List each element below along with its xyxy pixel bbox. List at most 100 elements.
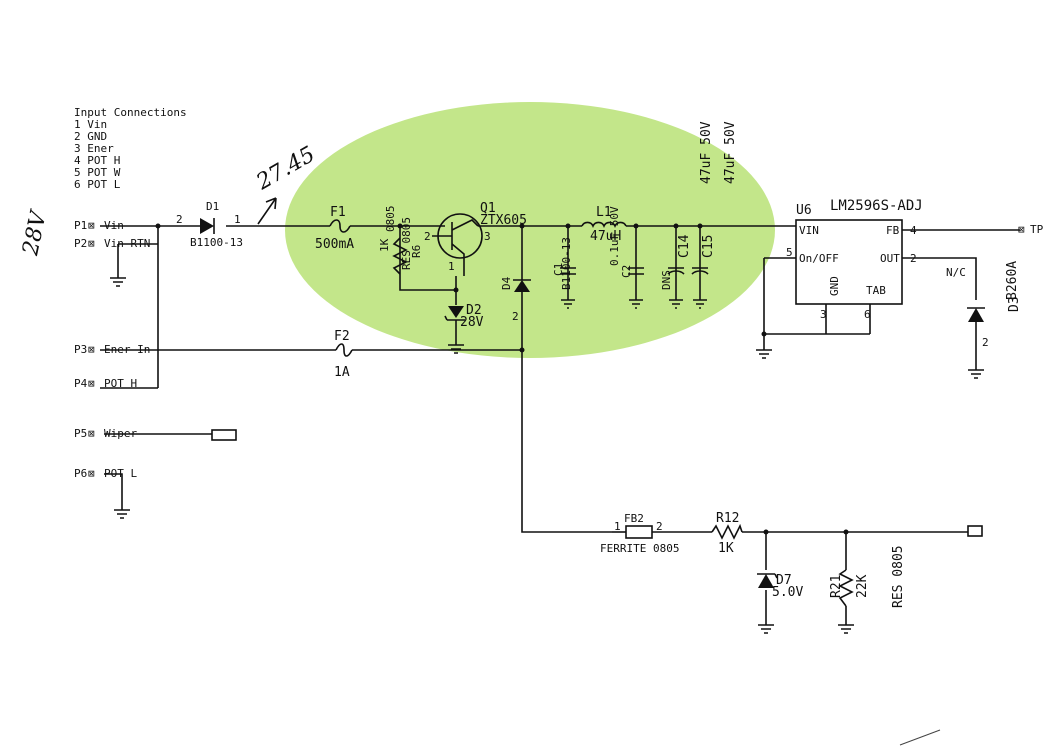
input-connection-4: 4 POT H	[74, 154, 120, 167]
svg-text:Q1: Q1	[480, 201, 496, 216]
svg-text:TAB: TAB	[866, 284, 886, 297]
svg-text:1: 1	[234, 213, 241, 226]
svg-text:22K: 22K	[855, 574, 870, 598]
svg-text:DNS: DNS	[660, 270, 673, 290]
wiper-connector	[211, 429, 237, 441]
x-mark: ⊠	[88, 219, 95, 232]
svg-text:2: 2	[512, 310, 519, 323]
svg-text:2: 2	[424, 230, 431, 243]
svg-text:2: 2	[910, 252, 917, 265]
x-mark: ⊠	[88, 237, 95, 250]
svg-text:C2: C2	[620, 265, 633, 278]
svg-text:On/OFF: On/OFF	[799, 252, 839, 265]
resistor-r21: R21 22K RES 0805	[829, 545, 906, 608]
svg-text:D2: D2	[466, 303, 482, 318]
port-p4: P4 ⊠ POT H	[74, 377, 137, 390]
svg-text:2: 2	[176, 213, 183, 226]
input-connection-1: 1 Vin	[74, 118, 107, 131]
svg-text:47uF 50V: 47uF 50V	[723, 121, 738, 184]
capacitor-c2: C2 DNS	[620, 265, 673, 290]
svg-text:P1: P1	[74, 219, 87, 232]
diode-d4: D4 B1100-13 2	[500, 237, 573, 323]
svg-text:OUT: OUT	[880, 252, 900, 265]
svg-text:⊠: ⊠	[1018, 223, 1025, 236]
svg-text:FB2: FB2	[624, 512, 644, 525]
ferrite-fb2: FB2 FERRITE 0805 1 2	[600, 512, 679, 555]
svg-text:FERRITE 0805: FERRITE 0805	[600, 542, 679, 555]
svg-text:P3: P3	[74, 343, 87, 356]
svg-text:L1: L1	[596, 205, 612, 220]
svg-text:P6: P6	[74, 467, 87, 480]
svg-text:F1: F1	[330, 205, 346, 220]
capacitor-c14: C14 47uF 50V	[667, 121, 714, 275]
svg-text:R12: R12	[716, 511, 739, 526]
svg-text:2: 2	[656, 520, 663, 533]
svg-text:⊠: ⊠	[88, 377, 95, 390]
svg-text:P2: P2	[74, 237, 87, 250]
svg-text:C15: C15	[701, 235, 716, 258]
input-connections-title: Input Connections	[74, 106, 187, 119]
svg-text:⊠: ⊠	[88, 343, 95, 356]
svg-text:TP: TP	[1030, 223, 1044, 236]
capacitor-c15: C15 47uF 50V	[691, 121, 738, 275]
svg-text:D3: D3	[1007, 296, 1022, 312]
svg-text:R6: R6	[410, 245, 423, 258]
svg-text:3: 3	[820, 308, 827, 321]
svg-text:D1: D1	[206, 200, 219, 213]
input-connection-2: 2 GND	[74, 130, 107, 143]
svg-text:B260A: B260A	[1005, 261, 1020, 300]
svg-text:C1: C1	[552, 263, 565, 276]
resistor-r6: RES 0805 R6 1K 0805	[378, 206, 423, 275]
diode-d1: D1 B1100-13 2 1	[176, 200, 243, 249]
svg-text:1A: 1A	[334, 365, 350, 380]
svg-text:1K: 1K	[378, 238, 391, 252]
input-connection-3: 3 Ener	[74, 142, 114, 155]
svg-text:3: 3	[484, 230, 491, 243]
junction-dots	[155, 223, 849, 535]
svg-text:P4: P4	[74, 377, 88, 390]
svg-text:B1100-13: B1100-13	[190, 236, 243, 249]
svg-text:ZTX605: ZTX605	[480, 213, 527, 228]
scan-mark	[899, 729, 941, 746]
test-point-tp: ⊠ TP	[1018, 223, 1044, 236]
svg-text:0.1uF 50V: 0.1uF 50V	[608, 206, 621, 266]
highlight-region	[285, 102, 775, 358]
svg-text:0805: 0805	[384, 206, 397, 233]
svg-text:47uH: 47uH	[590, 229, 621, 244]
svg-text:B1100-13: B1100-13	[560, 237, 573, 290]
svg-text:POT H: POT H	[104, 377, 137, 390]
svg-text:1K: 1K	[718, 541, 734, 556]
svg-text:1: 1	[448, 260, 455, 273]
svg-text:5.0V: 5.0V	[772, 585, 803, 600]
svg-text:R21: R21	[829, 575, 844, 598]
svg-text:D4: D4	[500, 276, 513, 290]
svg-text:6: 6	[864, 308, 871, 321]
input-connection-5: 5 POT W	[74, 166, 121, 179]
svg-text:LM2596S-ADJ: LM2596S-ADJ	[830, 198, 923, 214]
diode-d3: N/C B260A D3 2	[946, 261, 1022, 349]
svg-text:4: 4	[910, 224, 917, 237]
input-connections-legend: Input Connections 1 Vin 2 GND 3 Ener 4 P…	[74, 106, 187, 191]
handwritten-arrow	[257, 197, 277, 225]
zener-d7: D7 5.0V	[757, 573, 803, 600]
svg-text:FB: FB	[886, 224, 900, 237]
handwritten-input-voltage: 28V	[18, 207, 52, 258]
output-connector	[967, 525, 983, 537]
inductor-l1: L1 47uH	[581, 205, 627, 244]
regulator-u6: U6 LM2596S-ADJ VIN FB On/OFF OUT GND TAB…	[786, 198, 923, 321]
svg-text:5: 5	[786, 246, 793, 259]
svg-text:28V: 28V	[460, 315, 484, 330]
svg-text:N/C: N/C	[946, 266, 966, 279]
svg-text:47uF 50V: 47uF 50V	[699, 121, 714, 184]
svg-text:VIN: VIN	[799, 224, 819, 237]
transistor-q1: Q1 ZTX605 2 3 1	[424, 201, 527, 276]
svg-text:D7: D7	[776, 573, 792, 588]
svg-text:500mA: 500mA	[315, 237, 354, 252]
fuse-f1: F1 500mA	[315, 205, 354, 252]
svg-text:RES 0805: RES 0805	[400, 217, 413, 270]
ground-symbols	[110, 277, 984, 634]
zener-d2: D2 28V	[444, 303, 484, 330]
svg-text:GND: GND	[828, 276, 841, 296]
svg-text:F2: F2	[334, 329, 350, 344]
